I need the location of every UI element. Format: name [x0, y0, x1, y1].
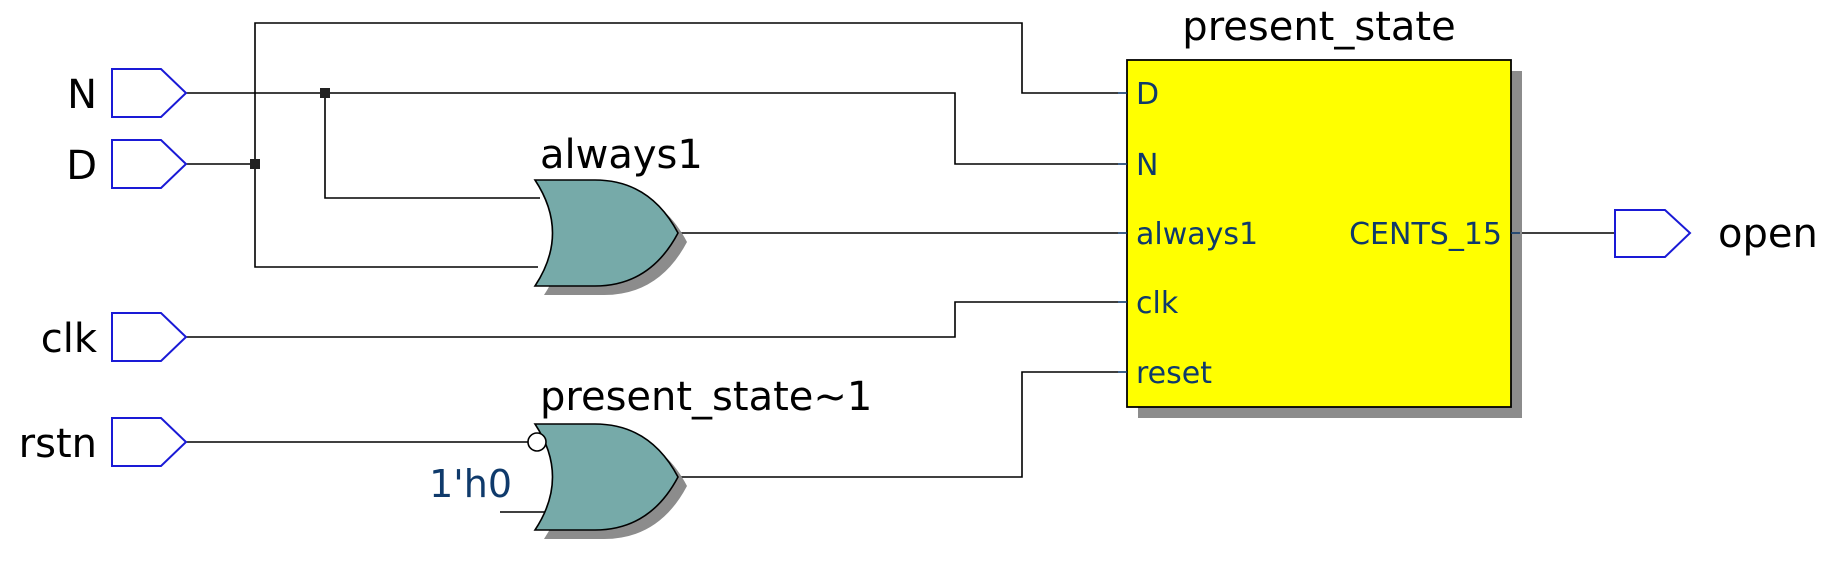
block-title: present_state: [1182, 4, 1455, 50]
wire-reset: [678, 371, 1118, 478]
input-port-clk[interactable]: clk: [41, 312, 188, 362]
gate-present-state-1[interactable]: present_state~1 1'h0: [429, 374, 872, 539]
block-pin-always1: always1: [1136, 217, 1258, 252]
wire-n: [186, 92, 1118, 165]
port-label-open: open: [1718, 211, 1818, 257]
port-label-clk: clk: [41, 316, 98, 362]
block-pin-n: N: [1136, 148, 1158, 183]
wire-d: [186, 22, 1118, 165]
block-pin-clk: clk: [1136, 286, 1179, 321]
block-pin-cents-15: CENTS_15: [1349, 217, 1502, 252]
inversion-bubble: [527, 432, 547, 452]
block-pin-d: D: [1136, 77, 1159, 112]
wire-clk: [186, 301, 1118, 338]
port-label-n: N: [67, 72, 97, 118]
wires: [186, 22, 1615, 513]
gate-always1[interactable]: always1: [533, 132, 703, 295]
block-present-state[interactable]: present_state D N always1 clk reset CENT…: [1118, 4, 1522, 418]
output-port-open[interactable]: open: [1614, 209, 1818, 258]
wire-d-branch: [254, 164, 538, 268]
wire-n-branch: [324, 93, 540, 199]
block-pin-reset: reset: [1136, 356, 1212, 391]
port-label-d: D: [66, 143, 97, 189]
gate-label-present-state-1: present_state~1: [540, 374, 872, 420]
port-label-rstn: rstn: [19, 421, 97, 467]
input-port-n[interactable]: N: [67, 68, 188, 118]
constant-label: 1'h0: [429, 462, 512, 506]
junction-n: [320, 88, 330, 98]
input-port-d[interactable]: D: [66, 139, 188, 189]
input-port-rstn[interactable]: rstn: [19, 417, 188, 467]
junction-d: [250, 159, 260, 169]
gate-label-always1: always1: [540, 132, 703, 178]
